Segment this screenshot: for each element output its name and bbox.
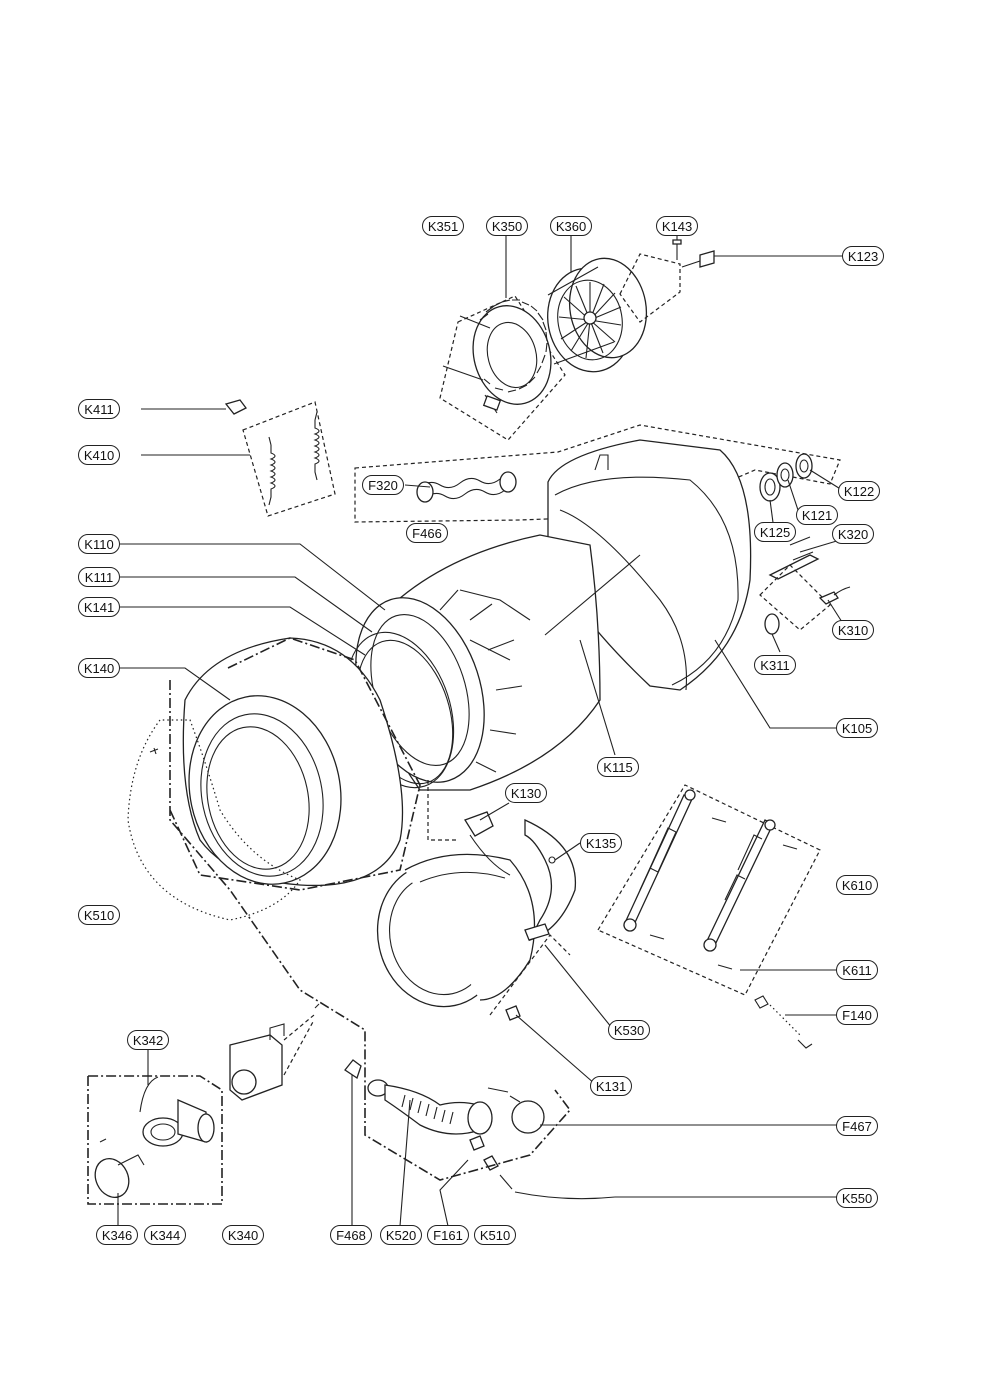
door-gasket bbox=[376, 780, 577, 1016]
label-k140: K140 bbox=[78, 658, 120, 678]
label-k510-lower: K510 bbox=[474, 1225, 516, 1245]
label-k360: K360 bbox=[550, 216, 592, 236]
label-k130: K130 bbox=[505, 783, 547, 803]
label-k115: K115 bbox=[597, 757, 639, 777]
label-k310: K310 bbox=[832, 620, 874, 640]
filter-group bbox=[87, 1075, 223, 1205]
label-k135: K135 bbox=[580, 833, 622, 853]
label-k125: K125 bbox=[754, 522, 796, 542]
label-f320: F320 bbox=[362, 475, 404, 495]
label-f466: F466 bbox=[406, 523, 448, 543]
bearings-seals bbox=[759, 453, 813, 502]
label-k344: K344 bbox=[144, 1225, 186, 1245]
label-f140: F140 bbox=[836, 1005, 878, 1025]
label-k131: K131 bbox=[590, 1076, 632, 1096]
label-f467: F467 bbox=[836, 1116, 878, 1136]
tub-front bbox=[169, 637, 421, 891]
tub-rear-group bbox=[354, 424, 841, 523]
tub-rear bbox=[547, 439, 752, 691]
label-k311: K311 bbox=[754, 655, 796, 675]
label-k410: K410 bbox=[78, 445, 120, 465]
label-k121: K121 bbox=[796, 505, 838, 525]
label-k350: K350 bbox=[486, 216, 528, 236]
label-k351: K351 bbox=[422, 216, 464, 236]
heater bbox=[759, 536, 851, 635]
stator-assembly bbox=[439, 295, 566, 441]
label-k520: K520 bbox=[380, 1225, 422, 1245]
shock-absorbers bbox=[597, 784, 821, 996]
label-k105: K105 bbox=[836, 718, 878, 738]
drain-pump bbox=[229, 1003, 320, 1101]
label-k610: K610 bbox=[836, 875, 878, 895]
label-k346: K346 bbox=[96, 1225, 138, 1245]
label-f468: F468 bbox=[330, 1225, 372, 1245]
label-k411: K411 bbox=[78, 399, 120, 419]
rotor bbox=[547, 253, 681, 373]
label-k111: K111 bbox=[78, 567, 120, 587]
label-k342: K342 bbox=[127, 1030, 169, 1050]
label-k320: K320 bbox=[832, 524, 874, 544]
label-k141: K141 bbox=[78, 597, 120, 617]
label-k340: K340 bbox=[222, 1225, 264, 1245]
label-k110: K110 bbox=[78, 534, 120, 554]
label-k123: K123 bbox=[842, 246, 884, 266]
label-k550: K550 bbox=[836, 1188, 878, 1208]
label-k611: K611 bbox=[836, 960, 878, 980]
label-k122: K122 bbox=[838, 481, 880, 501]
rotor-bolts bbox=[672, 239, 715, 268]
drain-hose bbox=[344, 1059, 616, 1200]
label-k143: K143 bbox=[656, 216, 698, 236]
clamp-screw bbox=[505, 1005, 521, 1021]
rubber-bush-f140 bbox=[754, 995, 813, 1049]
label-k530: K530 bbox=[608, 1020, 650, 1040]
label-f161: F161 bbox=[427, 1225, 469, 1245]
suspension-springs bbox=[224, 399, 336, 517]
door-gasket-outline bbox=[127, 719, 301, 921]
label-k510-upper: K510 bbox=[78, 905, 120, 925]
